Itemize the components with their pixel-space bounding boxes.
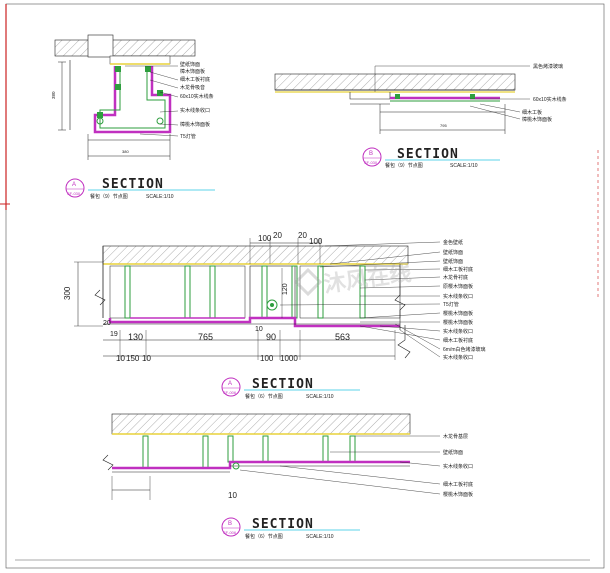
b1-section-title: SECTION — [397, 147, 459, 162]
a2-small-dim-1: 20 — [103, 320, 111, 327]
sheet-frame — [5, 3, 605, 569]
b2-caption: 餐包（6）节点图 — [245, 533, 283, 540]
detail-b-sf030 — [274, 65, 530, 134]
a2-small-dim-2: 19 — [110, 331, 118, 338]
a2-callout-7: 实木线条收口 — [443, 293, 473, 300]
a1-bottom-dim: 380 — [122, 149, 129, 154]
a1-scale: SCALE:1/10 — [146, 194, 174, 200]
b1-callout-3: 细木工板 — [522, 109, 542, 116]
a2-callout-3: 壁纸饰面 — [443, 258, 463, 265]
a1-callouts: 壁纸饰面 樟木饰面板 细木工板衬底 木龙骨吸音 60x10实木线条 实木线条收口… — [180, 61, 214, 140]
b1-scale: SCALE:1/10 — [450, 163, 478, 169]
b2-marker-code: SF-006 — [223, 530, 237, 535]
a2-bottom-dim-2: 150 — [126, 354, 140, 363]
a2-callout-8: T5灯管 — [443, 301, 459, 308]
a2-callout-14: 实木线条收口 — [443, 354, 473, 361]
a2-callout-1: 金色壁纸 — [443, 239, 463, 246]
a2-bottom-dim-3: 10 — [142, 354, 151, 363]
b1-marker-code: SF-030 — [364, 160, 378, 165]
a2-bottom-dim-4: 100 — [260, 354, 274, 363]
b2-callout-2: 壁纸饰面 — [443, 449, 463, 456]
a2-mid-dim-3: 90 — [266, 332, 276, 342]
a2-section-title: SECTION — [252, 377, 314, 392]
b1-marker-letter: B — [369, 151, 373, 157]
b1-callouts: 黑色烤漆玻璃 60x10实木线条 细木工板 樟桃木饰面板 — [522, 63, 567, 123]
a2-callout-13: 6m/m白色烤漆玻璃 — [443, 346, 486, 353]
a2-callout-2: 壁纸饰面 — [443, 249, 463, 256]
b2-callout-5: 樱桃木饰面板 — [443, 491, 473, 498]
watermark: 沐风在线 — [293, 260, 413, 297]
a2-vert-dim: 300 — [63, 286, 72, 300]
a2-marker-letter: A — [228, 381, 232, 387]
a1-callout-3: 细木工板衬底 — [180, 76, 210, 83]
b1-callout-2: 60x10实木线条 — [533, 96, 567, 103]
watermark-text: 沐风在线 — [322, 260, 413, 297]
b2-scale: SCALE:1/10 — [306, 534, 334, 540]
b1-caption: 餐包（9）节点图 — [385, 162, 423, 169]
a2-callout-9: 樱桃木饰面板 — [443, 310, 473, 317]
b2-title-block — [221, 517, 360, 537]
a2-top-dim-4: 100 — [309, 237, 323, 246]
a1-callout-4: 木龙骨吸音 — [180, 84, 205, 91]
a2-top-dim-3: 20 — [298, 231, 307, 240]
a1-marker-letter: A — [72, 182, 76, 188]
a1-callout-5: 60x10实木线条 — [180, 93, 214, 100]
a2-marker-code: SF-006 — [223, 390, 237, 395]
a2-scale: SCALE:1/10 — [306, 394, 334, 400]
detail-b-sf006 — [102, 413, 441, 500]
b2-callout-4: 细木工板衬底 — [443, 481, 473, 488]
a2-callout-5: 木龙骨衬底 — [443, 274, 468, 281]
a2-callout-10: 樱桃木饰面板 — [443, 319, 473, 326]
a2-bottom-dim-5: 1000 — [280, 354, 298, 363]
a1-title-block — [65, 178, 215, 198]
a1-callout-6: 实木线条收口 — [180, 107, 210, 114]
a2-mid-dim-4: 563 — [335, 332, 350, 342]
a2-small-dim-3: 10 — [255, 326, 263, 333]
b2-dim: 10 — [228, 491, 237, 500]
b2-callout-1: 木龙骨基层 — [443, 433, 468, 440]
b2-callout-3: 实木线条收口 — [443, 463, 473, 470]
a2-title-block — [221, 377, 360, 397]
a2-mid-dim-1: 130 — [128, 332, 143, 342]
b2-callouts: 木龙骨基层 壁纸饰面 实木线条收口 细木工板衬底 樱桃木饰面板 — [443, 433, 473, 498]
b2-section-title: SECTION — [252, 517, 314, 532]
a2-bottom-dim-1: 10 — [116, 354, 125, 363]
a1-marker-code: SF-030 — [67, 191, 81, 196]
a2-callout-6: 原樱木饰面板 — [443, 283, 473, 290]
b2-marker-letter: B — [228, 521, 232, 527]
b1-title-block — [362, 147, 500, 167]
a2-callout-11: 实木线条收口 — [443, 328, 473, 335]
b1-callout-1: 黑色烤漆玻璃 — [533, 63, 563, 70]
a1-callout-8: T5灯管 — [180, 133, 196, 140]
a2-top-dim-1: 100 — [258, 234, 272, 243]
b1-dim: 795 — [440, 123, 447, 128]
a1-section-title: SECTION — [102, 177, 164, 192]
a1-vert-dim: 380 — [51, 91, 56, 99]
a1-callout-2: 樟木饰面板 — [180, 68, 205, 75]
a2-callout-12: 细木工板衬底 — [443, 337, 473, 344]
a1-caption: 餐包（9）节点图 — [90, 193, 128, 200]
a2-callouts: 金色壁纸 壁纸饰面 壁纸饰面 细木工板衬底 木龙骨衬底 原樱木饰面板 实木线条收… — [443, 239, 486, 361]
a1-callout-1: 壁纸饰面 — [180, 61, 200, 68]
a2-caption: 餐包（6）节点图 — [245, 393, 283, 400]
a1-callout-7: 樟桃木饰面板 — [180, 121, 210, 128]
a2-callout-4: 细木工板衬底 — [443, 266, 473, 273]
a2-top-dim-2: 20 — [273, 231, 282, 240]
a2-mid-dim-2: 765 — [198, 332, 213, 342]
detail-a-sf030 — [54, 34, 196, 160]
b1-callout-4: 樟桃木饰面板 — [522, 116, 552, 123]
a2-vert-dim2: 120 — [282, 283, 289, 295]
detail-a-sf006 — [74, 238, 441, 360]
